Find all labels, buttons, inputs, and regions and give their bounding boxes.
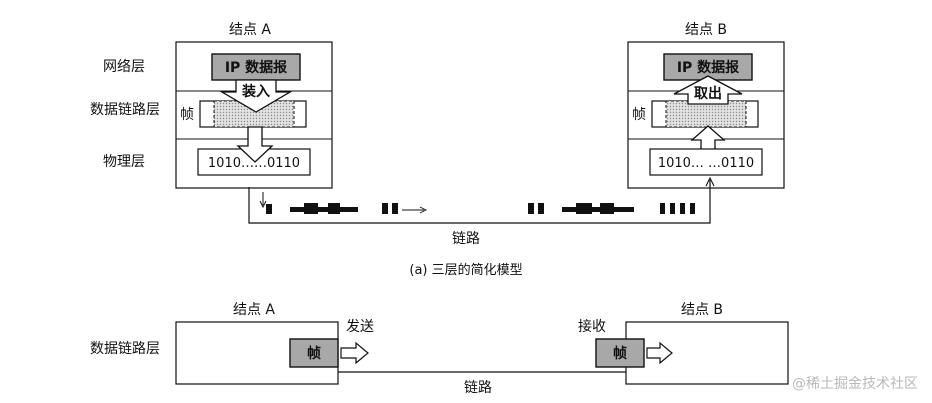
bottom-node-b-title: 结点 B xyxy=(681,302,723,318)
link-label-top: 链路 xyxy=(452,231,480,247)
extract-label: 取出 xyxy=(694,85,722,102)
caption-a: (a) 三层的简化模型 xyxy=(409,262,522,278)
bottom-layer-label-datalink: 数据链路层 xyxy=(90,341,160,357)
ip-datagram-box-a xyxy=(211,53,301,81)
frame-label-a: 帧 xyxy=(180,107,194,123)
frame-payload-b xyxy=(665,100,747,128)
receive-label: 接收 xyxy=(578,318,606,335)
bits-box-b xyxy=(649,148,763,176)
frame-label-b: 帧 xyxy=(632,107,646,123)
layer-label-network: 网络层 xyxy=(103,59,145,75)
node-b-title: 结点 B xyxy=(685,22,727,38)
extract-arrow xyxy=(673,75,743,105)
bits-label-b: 1010… …0110 xyxy=(658,156,754,171)
down-arrow-physical-a xyxy=(236,126,274,163)
layer-label-datalink: 数据链路层 xyxy=(90,102,160,118)
bottom-node-a-title: 结点 A xyxy=(233,302,275,318)
bits-label-a: 1010……0110 xyxy=(208,156,300,171)
send-arrow xyxy=(340,341,369,365)
signal-direction-arrow xyxy=(419,206,428,214)
send-label: 发送 xyxy=(346,319,374,335)
bottom-frame-label-a: 帧 xyxy=(307,345,321,362)
ip-datagram-label-b: IP 数据报 xyxy=(677,59,739,76)
bottom-frame-box-b xyxy=(595,338,645,368)
bottom-frame-box-a xyxy=(289,338,339,368)
layer-label-physical: 物理层 xyxy=(103,154,145,170)
link-tick-arrow-a xyxy=(259,200,267,209)
ip-datagram-label-a: IP 数据报 xyxy=(225,59,287,76)
link-label-bottom: 链路 xyxy=(464,380,492,396)
signal-pulses xyxy=(266,203,695,214)
link-arrowhead-b xyxy=(705,176,715,187)
bottom-frame-label-b: 帧 xyxy=(613,345,627,362)
receive-arrow xyxy=(646,341,673,365)
encapsulate-label: 装入 xyxy=(241,83,270,100)
link-line-top xyxy=(248,180,711,224)
encapsulate-arrow xyxy=(219,79,293,113)
node-a-title: 结点 A xyxy=(229,22,271,38)
watermark: @稀土掘金技术社区 xyxy=(792,376,918,392)
